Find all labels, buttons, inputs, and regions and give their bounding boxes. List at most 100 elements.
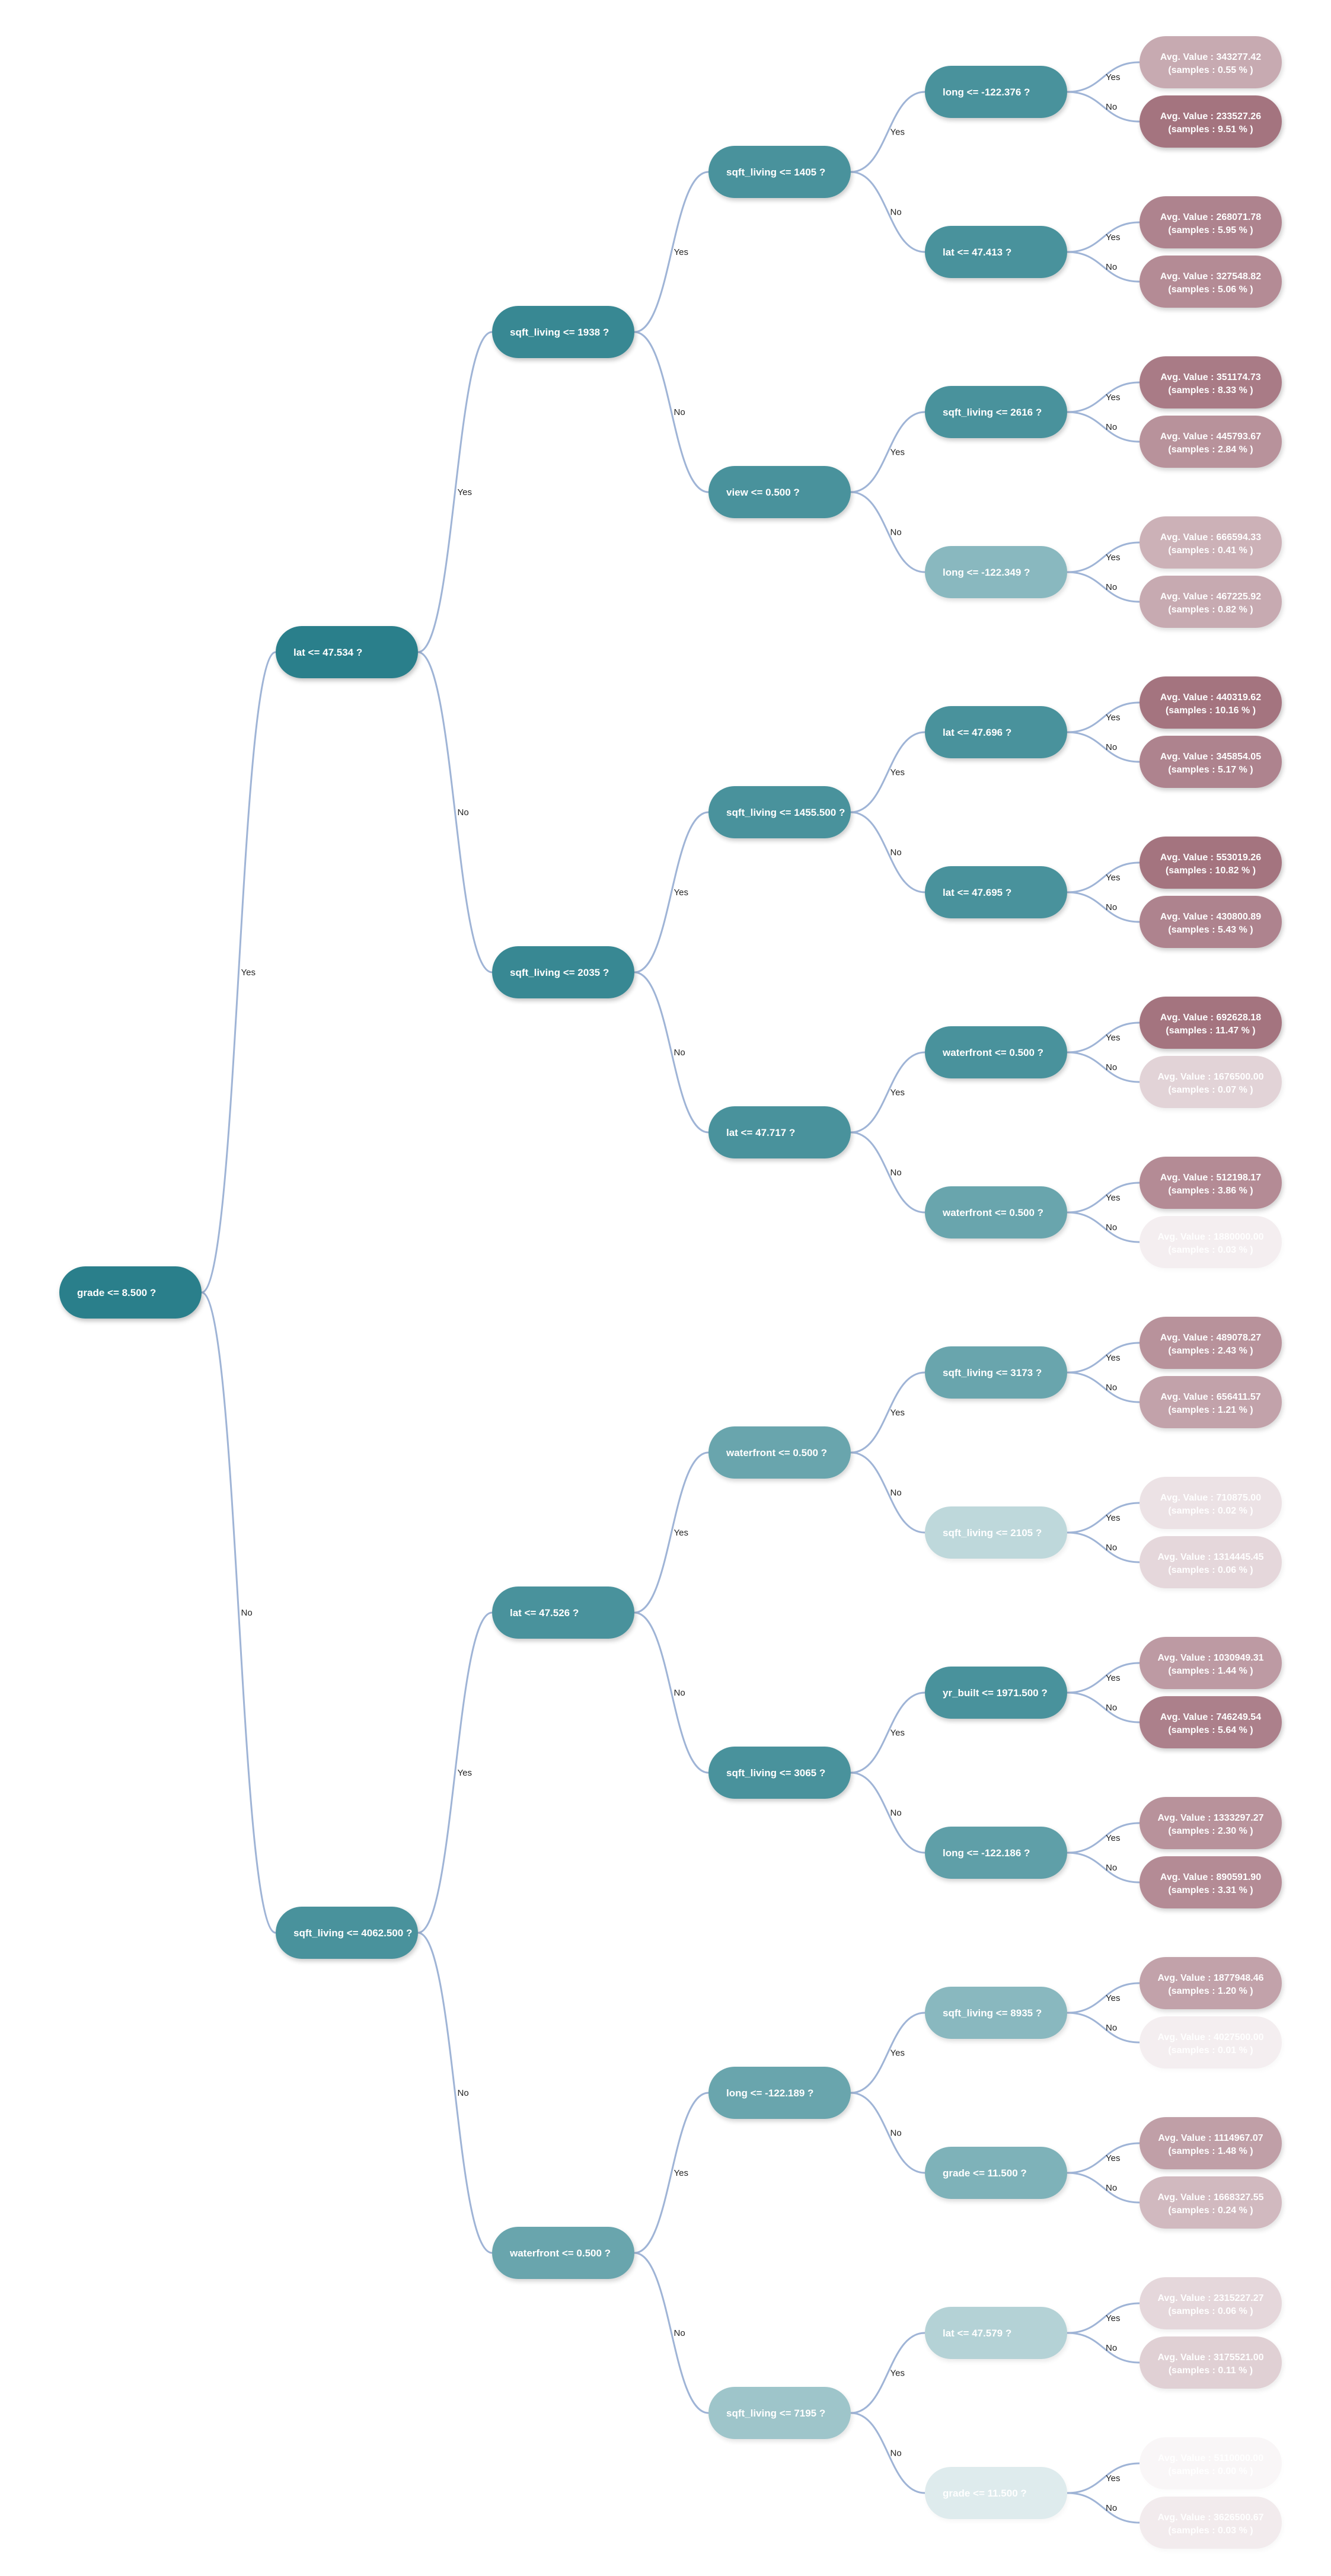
decision-node-box bbox=[925, 1827, 1067, 1879]
leaf-avg-value: Avg. Value : 489078.27 bbox=[1160, 1333, 1261, 1343]
edge-n15-leaf-1 bbox=[1067, 91, 1140, 123]
decision-node: long <= -122.376 ? bbox=[925, 66, 1067, 118]
leaf-avg-value: Avg. Value : 233527.26 bbox=[1160, 111, 1261, 122]
edge-n17-leaf-4 bbox=[1067, 381, 1140, 413]
leaf-node-box bbox=[1140, 516, 1282, 569]
edge-n26-leaf-22 bbox=[1067, 1822, 1140, 1854]
edge-label-no: No bbox=[1106, 1383, 1117, 1393]
leaf-node: Avg. Value : 666594.33(samples : 0.41 % … bbox=[1140, 516, 1282, 569]
leaf-node: Avg. Value : 1333297.27(samples : 2.30 %… bbox=[1140, 1797, 1282, 1849]
edge-n25-leaf-21 bbox=[1067, 1691, 1140, 1723]
leaf-node: Avg. Value : 327548.82(samples : 5.06 % … bbox=[1140, 256, 1282, 308]
decision-node-box bbox=[708, 1106, 851, 1158]
leaf-node: Avg. Value : 656411.57(samples : 1.21 % … bbox=[1140, 1376, 1282, 1428]
leaf-samples: (samples : 11.47 % ) bbox=[1166, 1026, 1255, 1036]
edge-label-yes: Yes bbox=[890, 1408, 905, 1418]
leaf-avg-value: Avg. Value : 1877948.46 bbox=[1157, 1973, 1263, 1983]
edge-n14-n29 bbox=[850, 2332, 925, 2414]
decision-node-box bbox=[708, 786, 851, 838]
leaf-node-box bbox=[1140, 1637, 1282, 1689]
edge-n19-leaf-8 bbox=[1067, 701, 1140, 733]
decision-node-label: yr_built <= 1971.500 ? bbox=[943, 1687, 1048, 1699]
edge-label-yes: Yes bbox=[1106, 2313, 1120, 2323]
decision-node: sqft_living <= 1938 ? bbox=[492, 306, 634, 358]
leaf-node: Avg. Value : 440319.62(samples : 10.16 %… bbox=[1140, 676, 1282, 729]
leaf-avg-value: Avg. Value : 430800.89 bbox=[1160, 912, 1261, 922]
decision-node: lat <= 47.695 ? bbox=[925, 866, 1067, 918]
edge-n7-n16 bbox=[850, 171, 925, 253]
decision-node: lat <= 47.717 ? bbox=[708, 1106, 851, 1158]
edge-label-yes: Yes bbox=[1106, 1993, 1120, 2003]
edge-label-yes: Yes bbox=[241, 968, 256, 978]
edge-n1-n3 bbox=[417, 331, 493, 653]
edge-n3-n7 bbox=[634, 171, 709, 333]
edge-label-no: No bbox=[674, 1688, 685, 1698]
decision-node-box bbox=[925, 226, 1067, 278]
decision-node-label: sqft_living <= 2616 ? bbox=[943, 407, 1042, 418]
edge-n22-leaf-15 bbox=[1067, 1211, 1140, 1243]
edge-n25-leaf-20 bbox=[1067, 1662, 1140, 1694]
leaf-node: Avg. Value : 3626500.67(samples : 0.03 %… bbox=[1140, 2497, 1282, 2549]
edge-label-yes: Yes bbox=[1106, 72, 1120, 82]
edge-label-yes: Yes bbox=[890, 127, 905, 138]
leaf-node-box bbox=[1140, 896, 1282, 948]
leaf-node-box bbox=[1140, 1696, 1282, 1748]
edge-label-yes: Yes bbox=[458, 487, 472, 497]
edge-n0-n2 bbox=[201, 1291, 276, 1934]
decision-node-label: sqft_living <= 1405 ? bbox=[726, 167, 825, 178]
edge-n30-leaf-30 bbox=[1067, 2462, 1140, 2494]
leaf-avg-value: Avg. Value : 692628.18 bbox=[1160, 1013, 1261, 1023]
edge-label-no: No bbox=[890, 2128, 902, 2138]
edge-n10-n21 bbox=[850, 1051, 925, 1134]
decision-node: lat <= 47.413 ? bbox=[925, 226, 1067, 278]
decision-node: waterfront <= 0.500 ? bbox=[925, 1186, 1067, 1238]
edge-n16-leaf-2 bbox=[1067, 221, 1140, 253]
edge-n10-n22 bbox=[850, 1131, 925, 1214]
edge-n21-leaf-13 bbox=[1067, 1051, 1140, 1083]
decision-node-label: grade <= 8.500 ? bbox=[77, 1287, 156, 1298]
decision-node-box bbox=[925, 1026, 1067, 1078]
leaf-samples: (samples : 2.84 % ) bbox=[1168, 445, 1253, 455]
decision-node: grade <= 8.500 ? bbox=[59, 1266, 202, 1319]
edge-label-yes: Yes bbox=[890, 448, 905, 458]
leaf-node-box bbox=[1140, 736, 1282, 788]
leaf-node-box bbox=[1140, 36, 1282, 88]
decision-node-label: lat <= 47.526 ? bbox=[510, 1607, 579, 1619]
edge-label-no: No bbox=[1106, 1062, 1117, 1072]
leaf-samples: (samples : 5.06 % ) bbox=[1168, 285, 1253, 295]
leaf-samples: (samples : 0.02 % ) bbox=[1168, 1506, 1253, 1516]
leaf-samples: (samples : 0.00 % ) bbox=[1168, 2466, 1253, 2476]
leaf-node-box bbox=[1140, 95, 1282, 148]
decision-node-box bbox=[492, 2227, 634, 2279]
leaf-avg-value: Avg. Value : 268071.78 bbox=[1160, 212, 1261, 222]
leaf-node: Avg. Value : 233527.26(samples : 9.51 % … bbox=[1140, 95, 1282, 148]
decision-node-box bbox=[925, 706, 1067, 758]
leaf-samples: (samples : 10.82 % ) bbox=[1166, 866, 1256, 876]
leaf-node: Avg. Value : 430800.89 (samples : 5.43 % … bbox=[1140, 896, 1282, 948]
leaf-samples: (samples : 5.43 % ) bbox=[1168, 925, 1253, 935]
decision-node-box bbox=[276, 1907, 418, 1959]
edge-label-no: No bbox=[1106, 1543, 1117, 1553]
leaf-samples: (samples : 0.07 % ) bbox=[1168, 1085, 1253, 1095]
edge-label-no: No bbox=[1106, 2503, 1117, 2513]
edge-n16-leaf-3 bbox=[1067, 251, 1140, 283]
decision-node-label: long <= -122.376 ? bbox=[943, 87, 1030, 98]
decision-node: sqft_living <= 4062.500 ? bbox=[276, 1907, 418, 1959]
edge-n13-n27 bbox=[850, 2012, 925, 2094]
decision-node: long <= -122.349 ? bbox=[925, 546, 1067, 598]
leaf-samples: (samples : 5.17 % ) bbox=[1168, 765, 1253, 775]
leaf-node: Avg. Value : 1668327.55(samples : 0.24 %… bbox=[1140, 2176, 1282, 2229]
leaf-node-box bbox=[1140, 1477, 1282, 1529]
leaf-samples: (samples : 0.82 % ) bbox=[1168, 605, 1253, 615]
edge-n4-n9 bbox=[634, 811, 709, 973]
leaf-node: Avg. Value : 1030949.31(samples : 1.44 %… bbox=[1140, 1637, 1282, 1689]
edge-n8-n17 bbox=[850, 411, 925, 493]
decision-node: waterfront <= 0.500 ? bbox=[925, 1026, 1067, 1078]
decision-node: sqft_living <= 3065 ? bbox=[708, 1747, 851, 1799]
edge-n19-leaf-9 bbox=[1067, 731, 1140, 763]
leaf-samples: (samples : 0.24 % ) bbox=[1168, 2205, 1253, 2216]
edge-n12-n26 bbox=[850, 1771, 925, 1854]
edge-n11-n23 bbox=[850, 1371, 925, 1454]
leaf-avg-value: Avg. Value : 1676500.00 bbox=[1157, 1072, 1263, 1082]
